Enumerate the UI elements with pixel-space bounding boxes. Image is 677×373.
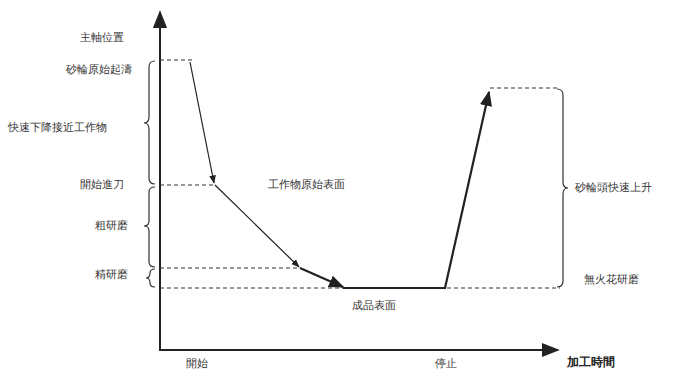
brace [557,89,568,287]
stage-label: 精研磨 [95,268,128,281]
time-label: 開始 [186,357,208,370]
y-axis [159,12,161,350]
rough-grind-line [215,185,299,267]
axis-label: 加工時間 [567,355,615,369]
stage-label: 粗研磨 [95,219,128,232]
surface-label: 工作物原始表面 [268,178,345,191]
stage-label: 無火花研磨 [584,273,639,286]
guide-lines [160,60,560,288]
stage-label: 快速下降接近工作物 [8,121,107,134]
time-label: 停止 [435,357,457,370]
rapid-down-line [190,62,214,183]
brace [144,187,155,267]
x-axis [159,349,558,351]
brace [146,269,155,287]
guide-line [160,288,560,289]
guide-line [160,268,300,269]
braces [144,61,568,287]
level-label: 開始進刀 [80,178,124,191]
rapid-up-line [445,92,489,288]
stage-label: 砂輪頭快速上升 [575,181,652,194]
axis-label: 主軸位置 [80,31,124,44]
guide-line [160,185,215,186]
guide-line [490,88,560,89]
surface-label: 成品表面 [352,299,396,312]
brace [144,61,155,184]
level-label: 砂輪原始起濤 [66,63,132,76]
guide-line [160,60,192,61]
fine-grind-line [300,268,343,287]
spark-out-line [343,287,446,289]
